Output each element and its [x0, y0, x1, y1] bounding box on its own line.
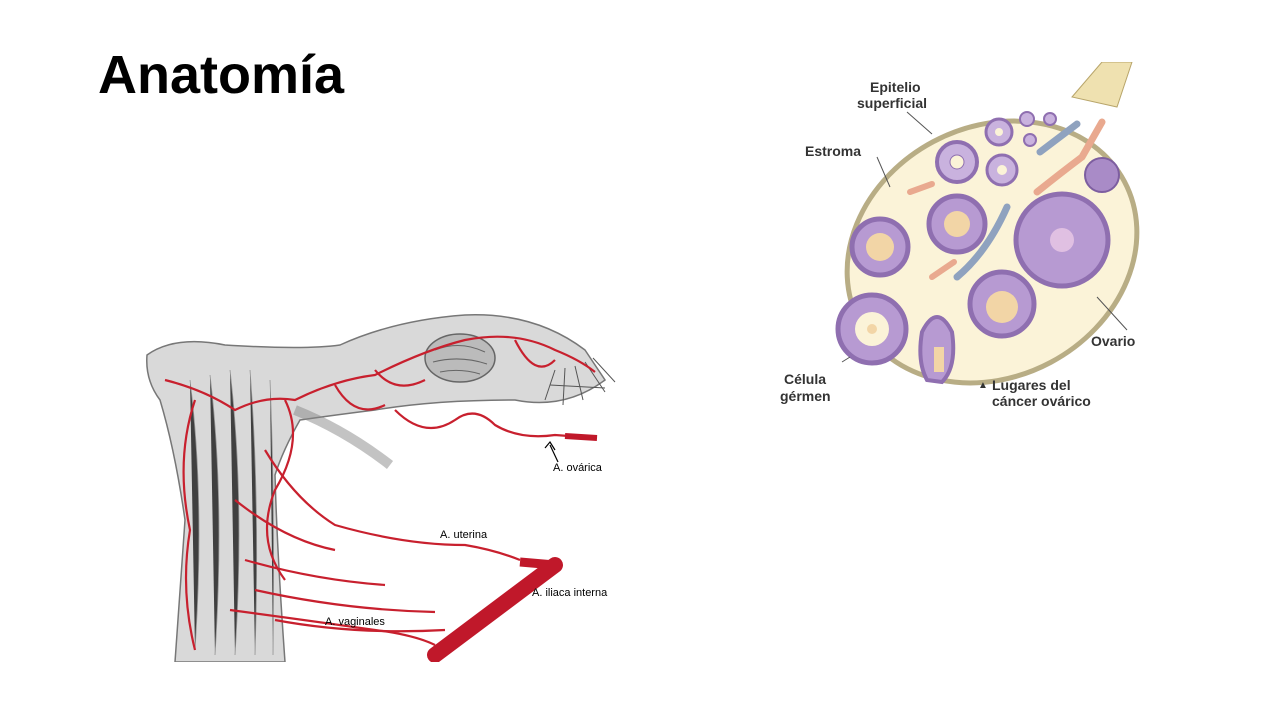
label-cancer-sites-line2: cáncer ovárico	[992, 393, 1091, 409]
uterine-vasculature-illustration: A. ovárica A. uterina A. iliaca interna …	[146, 314, 616, 662]
label-germ-cell-line1: Célula	[784, 371, 826, 387]
label-uterine-artery: A. uterina	[440, 529, 488, 541]
label-epithelium-line1: Epitelio	[870, 79, 921, 95]
label-internal-iliac: A. iliaca interna	[532, 587, 608, 599]
cancer-sites-marker: ▲	[978, 380, 988, 391]
vessels	[907, 118, 1106, 281]
label-ovarian-artery: A. ovárica	[553, 462, 603, 474]
label-ovary: Ovario	[1091, 333, 1135, 349]
internal-iliac-artery	[427, 557, 563, 662]
label-vaginal-arteries: A. vaginales	[325, 616, 385, 628]
leader-lines	[544, 440, 559, 463]
label-germ-cell-line2: gérmen	[780, 388, 831, 404]
ovary-cross-section-illustration: Epitelio superficial Estroma Ovario Célu…	[780, 62, 1140, 409]
follicles	[835, 111, 1120, 385]
ovarian-artery-stub	[564, 433, 598, 441]
label-stroma: Estroma	[805, 143, 861, 159]
suspensory-ligament	[1071, 62, 1133, 108]
label-cancer-sites-line1: Lugares del	[992, 377, 1071, 393]
artery-network	[164, 335, 598, 651]
label-epithelium-line2: superficial	[857, 95, 927, 111]
slide-title: Anatomía	[98, 45, 345, 105]
leader-lines	[841, 111, 1128, 363]
